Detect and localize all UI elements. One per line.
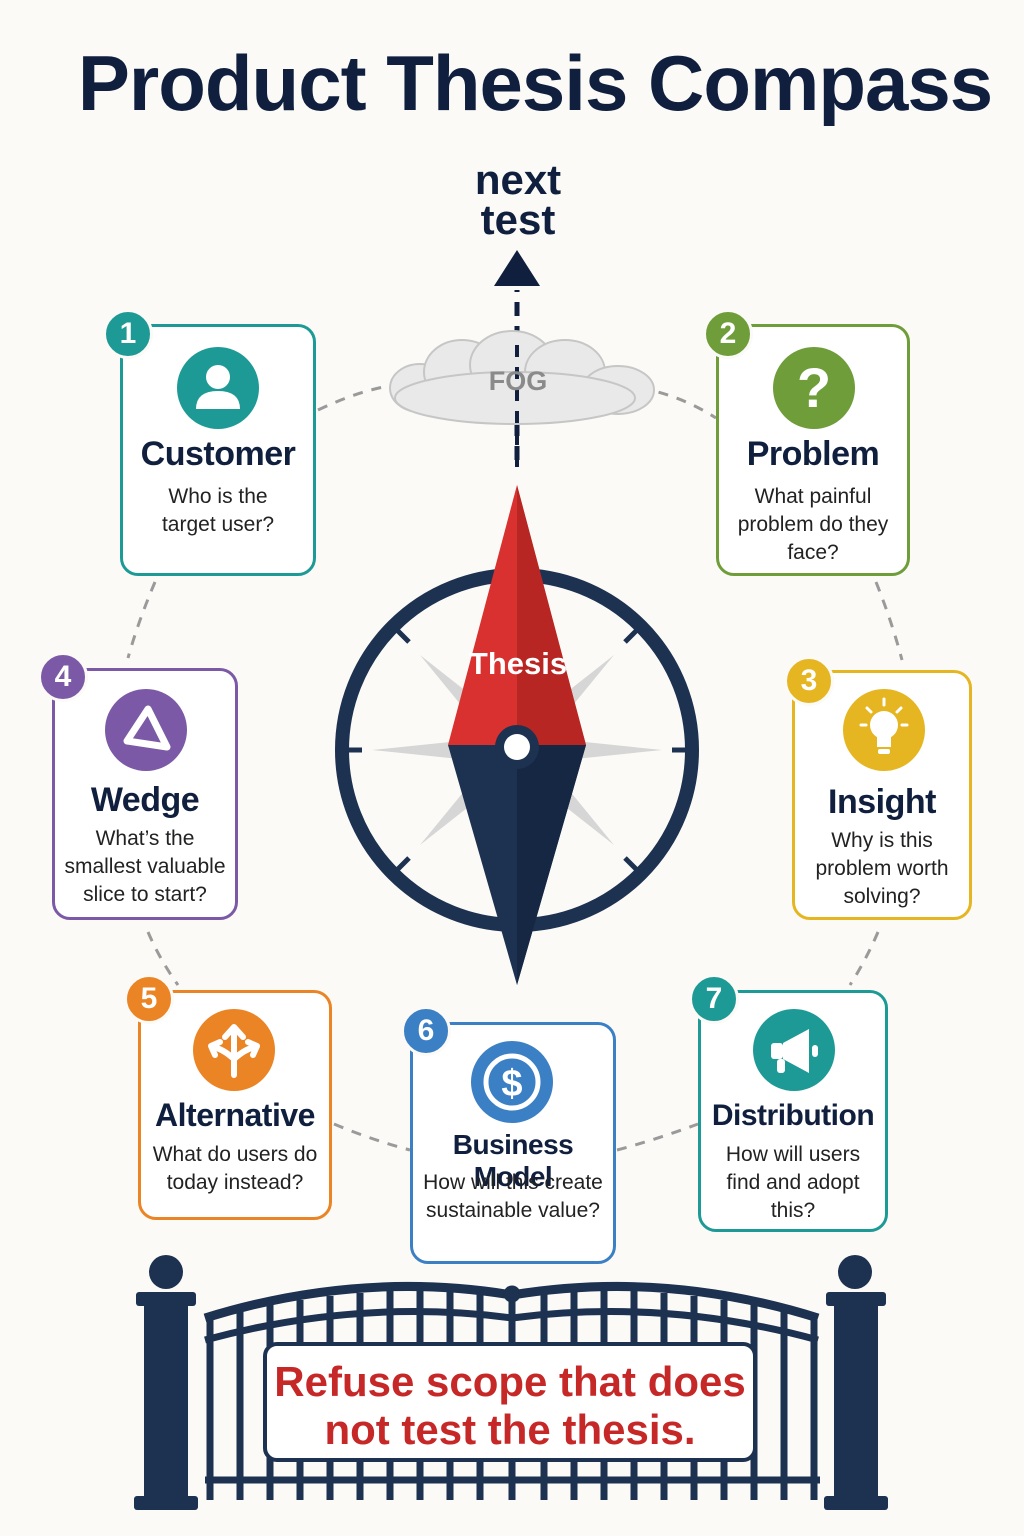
step-badge-1: 1 — [103, 309, 153, 359]
card-question: Why is this problem worth solving? — [815, 829, 949, 908]
split-arrows-icon — [193, 1009, 275, 1091]
card-question: What painful problem do they face? — [737, 485, 889, 564]
card-question: How will this create sustainable value? — [423, 1171, 603, 1222]
scope-banner: Refuse scope that does not test the thes… — [263, 1342, 757, 1462]
card-title: Alternative — [155, 1097, 315, 1133]
next-test-label: next test — [474, 156, 562, 243]
triangle-icon — [105, 689, 187, 771]
page-title: Product Thesis Compass — [77, 39, 993, 127]
card-question: What’s the smallest valuable slice to st… — [64, 827, 226, 906]
card-question: How will users find and adopt this? — [725, 1143, 861, 1222]
dollar-icon: $ — [471, 1041, 553, 1123]
card-title: Customer — [140, 435, 296, 473]
insight-card: Insight Why is this problem worth solvin… — [792, 670, 972, 920]
step-badge-3: 3 — [784, 656, 834, 706]
card-question: Who is the target user? — [161, 485, 275, 536]
gate-illustration — [203, 1281, 820, 1500]
card-title: Problem — [746, 435, 880, 473]
compass-icon — [335, 485, 699, 985]
step-badge-6: 6 — [401, 1006, 451, 1056]
alternative-card: Alternative What do users do today inste… — [138, 990, 332, 1220]
fog-label: FOG — [488, 366, 548, 396]
step-badge-4: 4 — [38, 652, 88, 702]
card-title: Distribution — [711, 1099, 875, 1132]
question-mark-icon: ? — [773, 347, 855, 429]
distribution-card: Distribution How will users find and ado… — [698, 990, 888, 1232]
user-icon — [177, 347, 259, 429]
step-badge-2: 2 — [703, 309, 753, 359]
lightbulb-icon — [843, 689, 925, 771]
step-badge-5: 5 — [124, 974, 174, 1024]
wedge-card: Wedge What’s the smallest valuable slice… — [52, 668, 238, 920]
card-question: What do users do today instead? — [152, 1143, 318, 1194]
svg-text:$: $ — [501, 1063, 522, 1105]
card-title: Insight — [828, 783, 936, 821]
customer-card: Customer Who is the target user? — [120, 324, 316, 576]
step-badge-7: 7 — [689, 974, 739, 1024]
problem-card: ? Problem What painful problem do they f… — [716, 324, 910, 576]
business-model-card: $ Business Model How will this create su… — [410, 1022, 616, 1264]
card-title: Business Model — [452, 1129, 574, 1192]
gate-posts — [134, 1255, 888, 1510]
svg-text:?: ? — [797, 356, 831, 419]
thesis-label: Thesis — [468, 646, 568, 681]
megaphone-icon — [753, 1009, 835, 1091]
card-title: Wedge — [90, 781, 200, 819]
